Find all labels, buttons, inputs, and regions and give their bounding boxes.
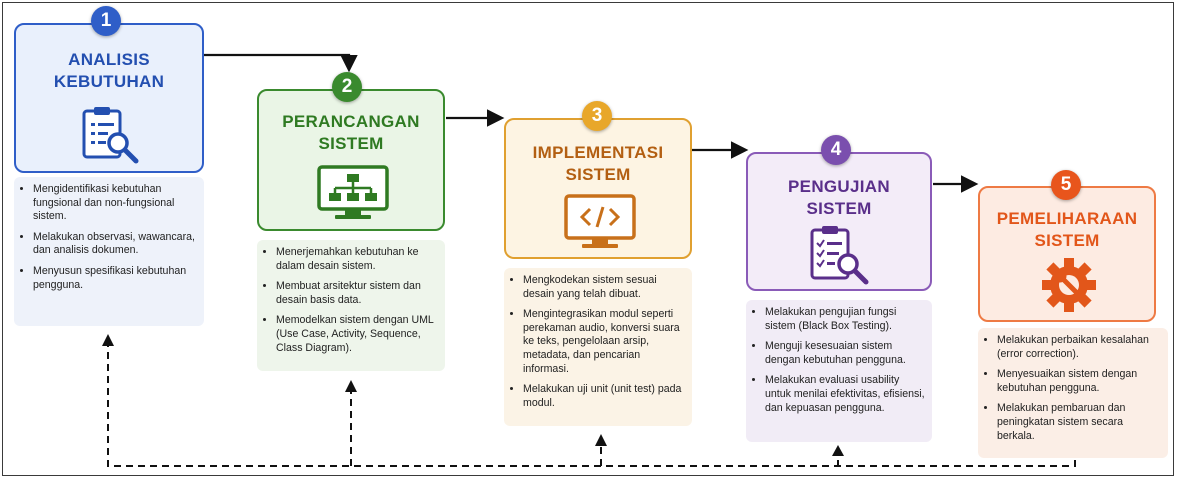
arrow-1-to-2 — [204, 53, 358, 73]
stage-5-description: Melakukan perbaikan kesalahan (error cor… — [978, 328, 1168, 458]
stage-5-box: PEMELIHARAAN SISTEM — [978, 186, 1156, 322]
stage-2-bullet: Memodelkan sistem dengan UML (Use Case, … — [276, 314, 439, 355]
stage-2-bullet: Menerjemahkan kebutuhan ke dalam desain … — [276, 246, 439, 273]
stage-2-title-line1: PERANCANGAN — [282, 112, 420, 131]
stage-2-bullet: Membuat arsitektur sistem dan desain bas… — [276, 280, 439, 307]
stage-2-title-line2: SISTEM — [318, 134, 384, 153]
stage-3-bullet: Mengintegrasikan modul seperti perekaman… — [523, 308, 686, 376]
stage-5-badge: 5 — [1051, 170, 1081, 200]
stage-1-box: ANALISIS KEBUTUHAN — [14, 23, 204, 173]
clipboard-search-icon — [82, 107, 139, 164]
stage-2-badge: 2 — [332, 72, 362, 102]
stage-1-badge: 1 — [91, 6, 121, 36]
checklist-search-icon — [810, 226, 869, 285]
feedback-loop-line — [107, 340, 1076, 467]
stage-1-title-line1: ANALISIS — [68, 50, 150, 69]
stage-5-bullet: Melakukan pembaruan dan peningkatan sist… — [997, 402, 1162, 443]
monitor-code-icon — [564, 194, 636, 248]
stage-4-bullet: Melakukan evaluasi usability untuk menil… — [765, 374, 926, 415]
stage-1-bullet: Melakukan observasi, wawancara, dan anal… — [33, 231, 198, 258]
stage-4-box: PENGUJIAN SISTEM — [746, 152, 932, 291]
stage-5-bullet: Melakukan perbaikan kesalahan (error cor… — [997, 334, 1162, 361]
stage-3-badge: 3 — [582, 101, 612, 131]
stage-3-box: IMPLEMENTASI SISTEM — [504, 118, 692, 259]
stage-4-title-line2: SISTEM — [806, 199, 872, 218]
stage-3-bullet: Melakukan uji unit (unit test) pada modu… — [523, 383, 686, 410]
stage-4-bullet: Menguji kesesuaian sistem dengan kebutuh… — [765, 340, 926, 367]
gear-wrench-icon — [1042, 258, 1096, 312]
stage-2-description: Menerjemahkan kebutuhan ke dalam desain … — [257, 240, 445, 371]
stage-3-title-line1: IMPLEMENTASI — [532, 143, 664, 162]
stage-4-description: Melakukan pengujian fungsi sistem (Black… — [746, 300, 932, 442]
stage-1-bullet: Mengidentifikasi kebutuhan fungsional da… — [33, 183, 198, 224]
stage-4-bullet: Melakukan pengujian fungsi sistem (Black… — [765, 306, 926, 333]
stage-5-title-line1: PEMELIHARAAN — [996, 209, 1138, 228]
stage-3-bullet: Mengkodekan sistem sesuai desain yang te… — [523, 274, 686, 301]
stage-5-bullet: Menyesuaikan sistem dengan kebutuhan pen… — [997, 368, 1162, 395]
stage-2-box: PERANCANGAN SISTEM — [257, 89, 445, 231]
monitor-hierarchy-icon — [317, 165, 389, 219]
stage-1-bullet: Menyusun spesifikasi kebutuhan pengguna. — [33, 265, 198, 292]
stage-1-title-line2: KEBUTUHAN — [53, 72, 165, 91]
stage-4-badge: 4 — [821, 135, 851, 165]
stage-3-description: Mengkodekan sistem sesuai desain yang te… — [504, 268, 692, 426]
stage-4-title-line1: PENGUJIAN — [788, 177, 890, 196]
stage-1-description: Mengidentifikasi kebutuhan fungsional da… — [14, 177, 204, 326]
stage-5-title-line2: SISTEM — [1034, 231, 1100, 250]
stage-3-title-line2: SISTEM — [565, 165, 631, 184]
